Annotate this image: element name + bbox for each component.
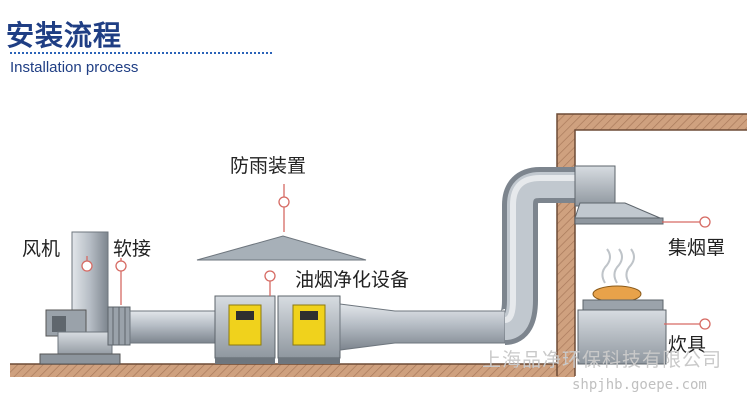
page-subtitle: Installation process [10,59,139,76]
callout-marker-fan [81,260,93,272]
watermark-company: 上海品净环保科技有限公司 [482,349,723,371]
page-title: 安装流程 [6,19,123,52]
flexible-joint [107,306,131,346]
label-flexible-joint: 软接 [113,238,152,260]
label-stove: 炊具 [668,334,707,356]
callout-marker-purifier [264,270,276,282]
label-purifier: 油烟净化设备 [295,269,410,291]
rain-guard-roof [196,235,367,261]
label-rain-guard: 防雨装置 [230,155,307,177]
callout-marker-stove [699,318,711,330]
label-fan: 风机 [22,238,61,260]
fan-unit [39,231,121,365]
purifier-unit-1 [214,295,276,364]
smoke-hood [574,165,664,225]
stove [577,248,667,365]
purifier-unit-2 [277,295,341,364]
duct-right [339,303,506,351]
callout-marker-hood [699,216,711,228]
watermark-url: shpjhb.goepe.com [572,377,707,393]
duct-left [129,310,216,344]
title-divider [10,52,272,54]
callout-marker-rain-guard [278,196,290,208]
callout-marker-flexible-joint [115,260,127,272]
label-hood: 集烟罩 [668,237,726,259]
